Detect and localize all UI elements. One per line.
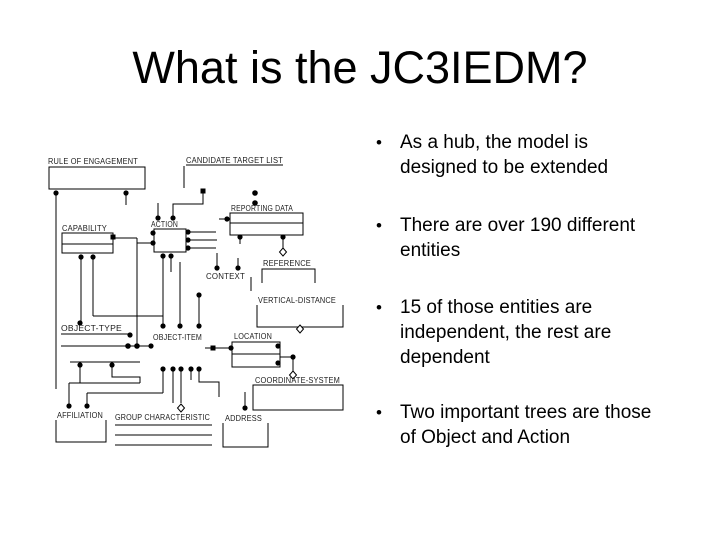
- cardinality-dots: [53, 188, 296, 411]
- bullet-item: • Two important trees are those of Objec…: [368, 400, 668, 450]
- entity-label-reporting-data: REPORTING DATA: [231, 204, 293, 213]
- entity-label-context: CONTEXT: [206, 272, 245, 281]
- entity-label-address: ADDRESS: [225, 414, 262, 423]
- entity-labels: RULE OF ENGAGEMENT CANDIDATE TARGET LIST…: [48, 156, 340, 423]
- bullet-item: • As a hub, the model is designed to be …: [368, 130, 668, 180]
- entity-label-action: ACTION: [151, 220, 178, 229]
- relationship-diamonds: [176, 247, 305, 413]
- entity-label-vertical-distance: VERTICAL-DISTANCE: [258, 296, 336, 305]
- bullet-text: There are over 190 different entities: [400, 215, 636, 261]
- bullet-text: 15 of those entities are independent, th…: [400, 297, 612, 368]
- bullet-item: • 15 of those entities are independent, …: [368, 295, 668, 370]
- bullet-item: • There are over 190 different entities: [368, 213, 668, 263]
- entity-label-reference: REFERENCE: [263, 259, 311, 268]
- entity-label-object-item: OBJECT-ITEM: [153, 333, 202, 342]
- bullet-marker: •: [376, 298, 382, 317]
- entity-label-location: LOCATION: [234, 332, 272, 341]
- entity-label-object-type: OBJECT-TYPE: [61, 324, 122, 333]
- entity-label-coordinate-system: COORDINATE-SYSTEM: [255, 376, 340, 385]
- bullet-marker: •: [376, 133, 382, 152]
- entity-label-affiliation: AFFILIATION: [57, 411, 103, 420]
- bullet-marker: •: [376, 216, 382, 235]
- entity-label-capability: CAPABILITY: [62, 224, 107, 233]
- bullet-text: Two important trees are those of Object …: [400, 402, 652, 448]
- entity-label-rule-of-engagement: RULE OF ENGAGEMENT: [48, 157, 138, 166]
- bullet-text: As a hub, the model is designed to be ex…: [400, 132, 609, 178]
- bullet-marker: •: [376, 403, 382, 422]
- entity-label-candidate-target-list: CANDIDATE TARGET LIST: [186, 156, 283, 165]
- entity-label-group-characteristic: GROUP CHARACTERISTIC: [115, 413, 210, 422]
- connector-lines: [55, 166, 301, 406]
- page-title: What is the JC3IEDM?: [132, 42, 588, 93]
